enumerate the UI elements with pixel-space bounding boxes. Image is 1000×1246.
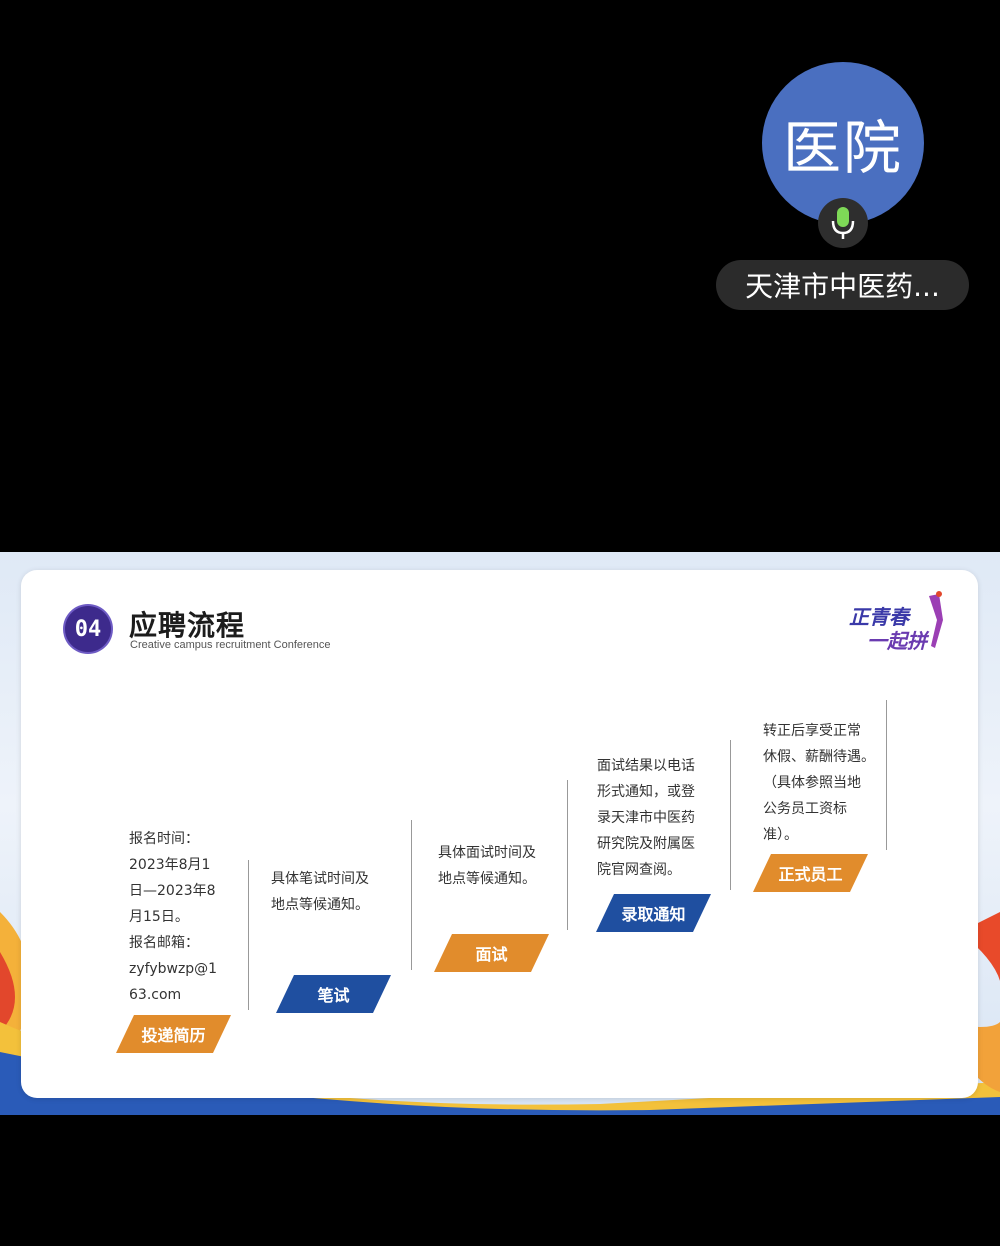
step-1-divider bbox=[248, 860, 249, 1010]
step-3-tag: 面试 bbox=[434, 934, 549, 972]
step-4-tag: 录取通知 bbox=[596, 894, 711, 932]
step-5-tag: 正式员工 bbox=[753, 854, 868, 892]
microphone-icon[interactable] bbox=[818, 198, 868, 248]
slide-title: 应聘流程 bbox=[129, 609, 246, 642]
step-1-description: 报名时间： 2023年8月1 日—2023年8 月15日。 报名邮箱： zyfy… bbox=[129, 831, 218, 1003]
shared-slide: 04 应聘流程 Creative campus recruitment Conf… bbox=[0, 552, 1000, 1115]
step-2-tag: 笔试 bbox=[276, 975, 391, 1013]
svg-text:一起拼: 一起拼 bbox=[867, 629, 930, 653]
campaign-logo: 正青春 一起拼 bbox=[849, 591, 943, 653]
step-5-divider bbox=[886, 700, 887, 850]
participant-avatar[interactable]: 医院 bbox=[762, 62, 924, 224]
slide-card: 04 应聘流程 Creative campus recruitment Conf… bbox=[21, 570, 978, 1098]
participant-name: 天津市中医药... bbox=[716, 260, 969, 310]
step-5-description: 转正后享受正常 休假、薪酬待遇。 （具体参照当地 公务员工资标 准）。 bbox=[763, 723, 875, 843]
step-2-description: 具体笔试时间及 地点等候通知。 bbox=[271, 871, 369, 913]
section-number: 04 bbox=[65, 606, 111, 652]
slide-subtitle: Creative campus recruitment Conference bbox=[130, 639, 331, 651]
step-3-divider bbox=[567, 780, 568, 930]
svg-text:正青春: 正青春 bbox=[849, 605, 912, 629]
step-4-divider bbox=[730, 740, 731, 890]
step-2-divider bbox=[411, 820, 412, 970]
step-3-description: 具体面试时间及 地点等候通知。 bbox=[438, 845, 536, 887]
step-1-tag: 投递简历 bbox=[116, 1015, 231, 1053]
step-4-description: 面试结果以电话 形式通知，或登 录天津市中医药 研究院及附属医 院官网查阅。 bbox=[597, 758, 695, 878]
